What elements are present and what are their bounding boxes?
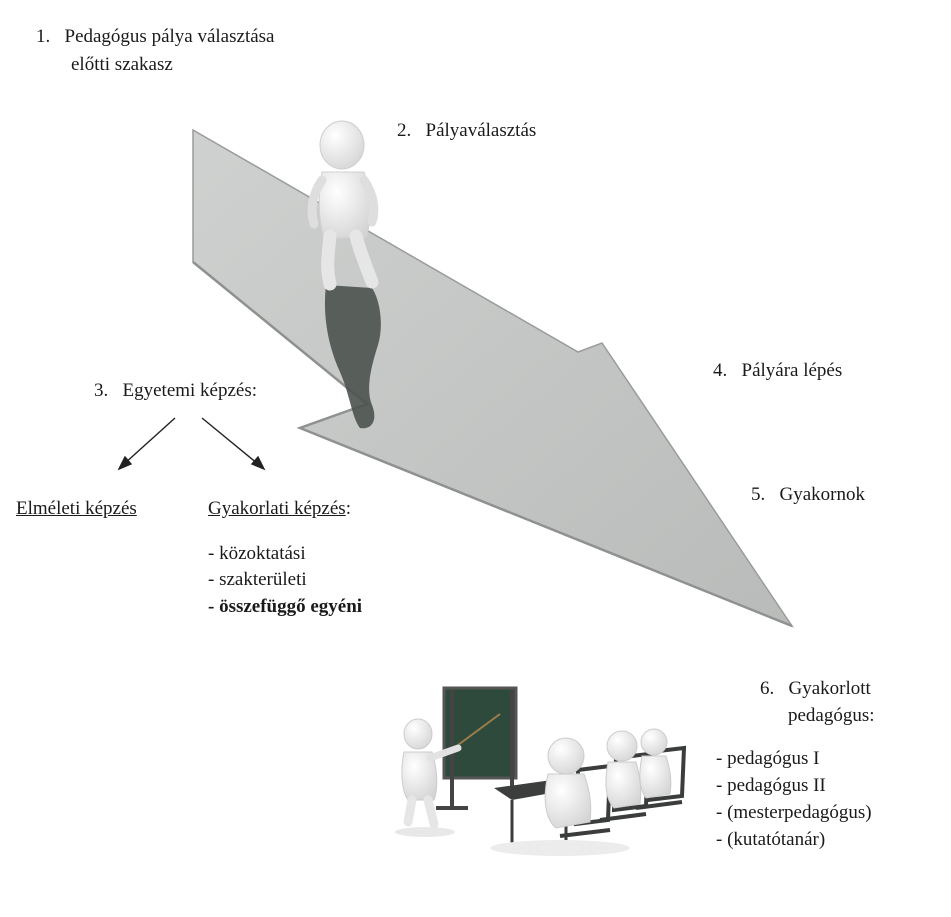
practice-training-heading: Gyakorlati képzés: xyxy=(208,496,351,522)
level-item: - pedagógus I xyxy=(716,748,820,769)
branch-arrows xyxy=(117,417,266,471)
step-3-label: Egyetemi képzés: xyxy=(122,380,258,401)
step-5-number: 5. xyxy=(751,484,766,505)
step-3-number: 3. xyxy=(94,380,109,401)
step-6-line2: pedagógus: xyxy=(788,705,875,726)
step-3: 3. Egyetemi képzés: xyxy=(94,378,257,404)
theory-training-label: Elméleti képzés xyxy=(16,498,137,519)
step-1-line1: Pedagógus pálya választása xyxy=(64,26,275,47)
step-4: 4. Pályára lépés xyxy=(713,358,842,384)
step-1: 1. Pedagógus pálya választása xyxy=(36,24,274,50)
step-5: 5. Gyakornok xyxy=(751,482,865,508)
step-6: 6. Gyakorlott xyxy=(760,676,871,702)
step-5-label: Gyakornok xyxy=(779,484,865,505)
career-path-arrow xyxy=(192,128,794,628)
step-1-line2: előtti szakasz xyxy=(71,54,173,75)
step-2: 2. Pályaválasztás xyxy=(397,118,536,144)
level-item: - (kutatótanár) xyxy=(716,829,826,850)
step-4-label: Pályára lépés xyxy=(741,360,843,381)
walking-figure xyxy=(307,120,379,291)
step-6-number: 6. xyxy=(760,678,775,699)
step-6-line1: Gyakorlott xyxy=(788,678,871,699)
practice-item-bold: - összefüggő egyéni xyxy=(208,596,363,617)
practice-training-colon: : xyxy=(345,498,351,519)
level-item: - pedagógus II xyxy=(716,775,826,796)
walker-shadow xyxy=(324,285,381,429)
step-4-number: 4. xyxy=(713,360,728,381)
classroom-illustration xyxy=(395,686,687,856)
step-2-label: Pályaválasztás xyxy=(425,120,537,141)
level-item: - (mesterpedagógus) xyxy=(716,802,872,823)
practice-item: - szakterületi xyxy=(208,569,307,590)
practice-item: - közoktatási xyxy=(208,543,306,564)
step-2-number: 2. xyxy=(397,120,412,141)
practice-training-label: Gyakorlati képzés xyxy=(208,498,346,519)
step-1-number: 1. xyxy=(36,26,51,47)
